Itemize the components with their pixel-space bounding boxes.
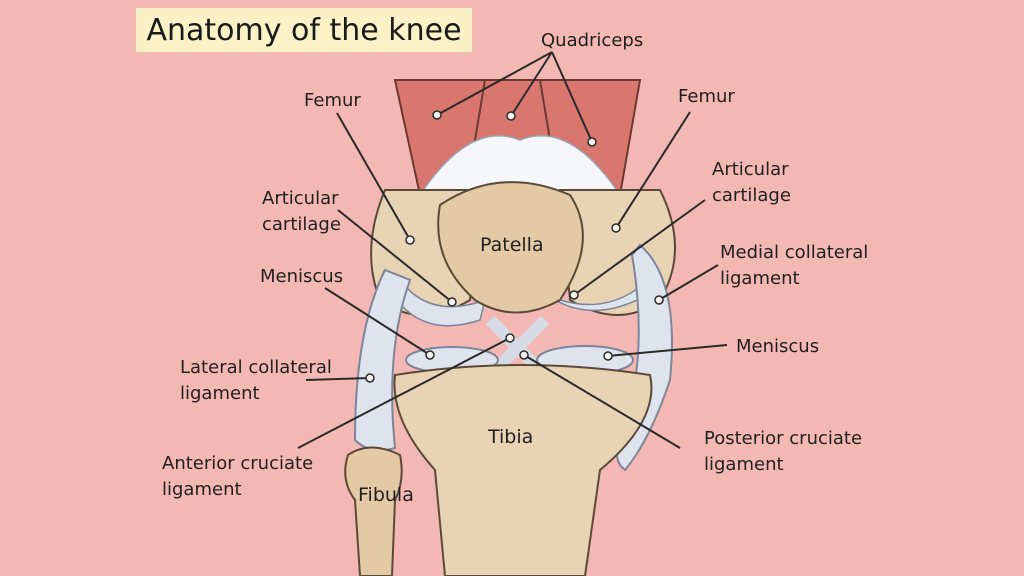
lateral-collateral-ligament — [353, 268, 412, 452]
patella-bone — [437, 181, 584, 314]
label-articular-cartilage-left-1: Articular — [262, 188, 339, 209]
label-articular-cartilage-right-2: cartilage — [712, 185, 791, 206]
label-medial-collateral-1: Medial collateral — [720, 242, 869, 263]
label-fibula: Fibula — [358, 484, 414, 506]
pointer-dots — [365, 110, 664, 383]
page-title: Anatomy of the knee — [146, 12, 462, 48]
label-lateral-collateral-1: Lateral collateral — [180, 357, 332, 378]
label-femur-right: Femur — [678, 86, 735, 107]
label-femur-left: Femur — [304, 90, 361, 111]
fibula-bone — [344, 446, 403, 576]
label-quadriceps: Quadriceps — [541, 30, 644, 51]
label-anterior-cruciate-1: Anterior cruciate — [162, 453, 314, 474]
label-patella: Patella — [480, 234, 544, 256]
label-articular-cartilage-left-2: cartilage — [262, 214, 341, 235]
label-meniscus-left: Meniscus — [260, 266, 344, 287]
label-anterior-cruciate-2: ligament — [162, 479, 242, 500]
label-meniscus-right: Meniscus — [736, 336, 820, 357]
label-medial-collateral-2: ligament — [720, 268, 800, 289]
quadriceps-muscle — [393, 79, 642, 196]
tibia-bone — [393, 364, 653, 576]
label-articular-cartilage-right-1: Articular — [712, 159, 789, 180]
label-posterior-cruciate-2: ligament — [704, 454, 784, 475]
label-lateral-collateral-2: ligament — [180, 383, 260, 404]
label-tibia: Tibia — [488, 426, 534, 448]
leader-lines — [297, 51, 728, 449]
title-box: Anatomy of the knee — [136, 8, 472, 52]
label-posterior-cruciate-1: Posterior cruciate — [704, 428, 863, 449]
